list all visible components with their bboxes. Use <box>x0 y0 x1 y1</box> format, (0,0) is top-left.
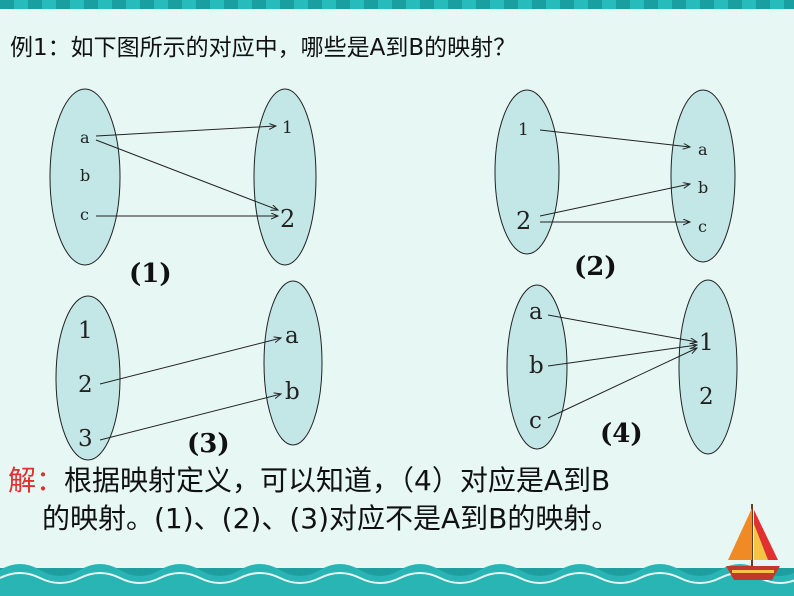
diagram-4-arrow <box>547 348 697 419</box>
answer-line-2: 的映射。(1)、(2)、(3)对应不是A到B的映射。 <box>42 502 620 535</box>
diagram-3-arrow <box>99 394 281 441</box>
diagram-1-arrow <box>95 139 278 210</box>
question-text: 例1：如下图所示的对应中，哪些是A到B的映射？ <box>10 35 517 61</box>
diagram-4-set-b <box>678 279 738 455</box>
diagram-1-element-b: 2 <box>280 205 295 233</box>
diagram-1-element-b: 1 <box>282 118 293 138</box>
diagram-2-element-a: 1 <box>518 120 529 140</box>
diagram-2-arrow <box>539 184 690 217</box>
diagram-4-arrow <box>547 314 697 342</box>
diagram-3-set-b <box>263 280 323 446</box>
answer-block: 解：根据映射定义，可以知道，（4）对应是A到B 的映射。(1)、(2)、(3)对… <box>8 462 619 538</box>
diagram-3: 1 2 3 a b (3) <box>55 280 323 461</box>
diagram-3-element-b: b <box>285 379 300 405</box>
diagram-2: 1 2 a b c (2) <box>494 89 736 282</box>
diagram-3-set-a <box>55 295 121 461</box>
answer-label: 解： <box>8 464 65 497</box>
diagram-4-element-b: 1 <box>699 330 714 356</box>
answer-line-1: 解：根据映射定义，可以知道，（4）对应是A到B <box>8 462 619 500</box>
diagram-1-label: (1) <box>129 259 172 289</box>
diagram-1-element-a: c <box>80 205 89 224</box>
diagram-2-set-a <box>494 89 560 255</box>
diagram-3-element-a: 2 <box>78 372 93 398</box>
diagram-4-label: (4) <box>600 419 643 449</box>
diagram-1-arrow <box>95 126 276 137</box>
diagram-2-arrow <box>539 129 690 147</box>
sailboat-icon <box>726 504 780 580</box>
wave-border-icon <box>0 564 794 596</box>
diagram-4: a b c 1 2 (4) <box>506 279 738 455</box>
diagram-3-label: (3) <box>187 429 230 459</box>
diagram-1-set-b <box>253 88 317 266</box>
diagram-2-set-b <box>670 89 736 263</box>
diagram-4-element-a: b <box>529 353 544 379</box>
diagram-2-element-b: c <box>698 217 707 236</box>
diagram-2-element-b: b <box>698 178 708 197</box>
diagram-2-label: (2) <box>574 252 617 282</box>
diagram-4-element-a: c <box>529 408 542 434</box>
diagram-4-element-a: a <box>529 299 543 325</box>
diagram-1-set-a <box>49 88 121 266</box>
diagram-1-element-a: b <box>80 166 90 185</box>
diagram-3-element-a: 3 <box>78 426 93 452</box>
diagram-1: a b c 1 2 (1) <box>49 88 317 289</box>
diagram-4-set-a <box>506 284 568 450</box>
top-border <box>0 0 794 9</box>
diagram-1-element-a: a <box>80 128 90 147</box>
diagram-3-element-b: a <box>285 323 299 349</box>
diagram-2-element-a: 2 <box>516 207 531 235</box>
diagram-3-element-a: 1 <box>78 318 93 344</box>
answer-text-1: 根据映射定义，可以知道，（4）对应是A到B <box>64 464 611 497</box>
diagram-4-arrow <box>547 345 697 367</box>
diagram-2-element-b: a <box>698 140 708 159</box>
diagram-3-arrow <box>99 338 281 385</box>
diagram-4-element-b: 2 <box>699 384 714 410</box>
